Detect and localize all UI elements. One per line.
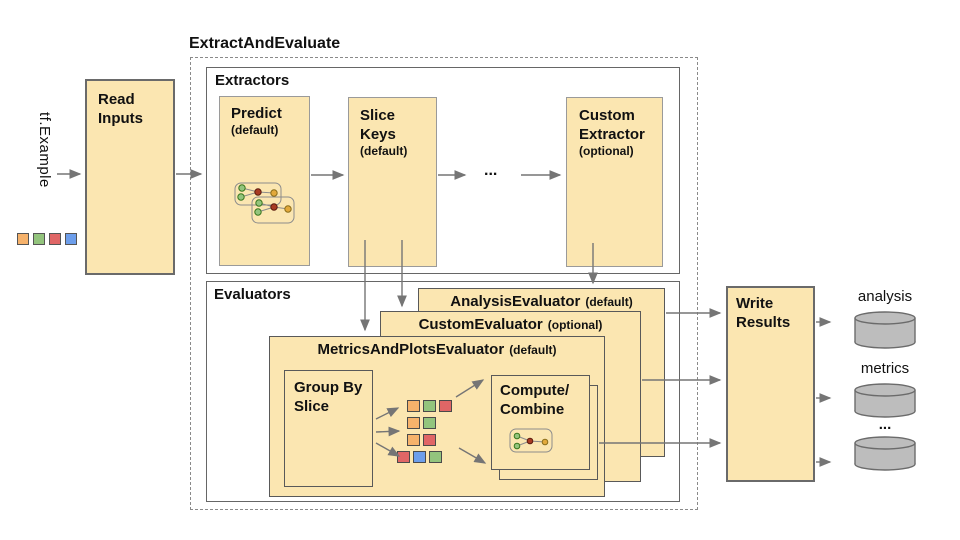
- green-square: [423, 400, 436, 412]
- slice-groups-squares: [397, 400, 452, 468]
- write-results-label: Write Results: [736, 295, 791, 332]
- model-graph-icon: [234, 182, 295, 224]
- predict-label: Predict: [231, 105, 282, 122]
- custom-evaluator-label: CustomEvaluator: [418, 316, 543, 333]
- blue-square: [65, 233, 77, 245]
- database-cylinder-other: [854, 436, 916, 471]
- output-label-metrics: metrics: [860, 360, 910, 377]
- compute-combine-label-line2: Combine: [500, 401, 565, 419]
- group-by-slice-label: Group By Slice: [294, 379, 363, 416]
- slice-keys-label: Slice Keys: [360, 107, 396, 144]
- database-cylinder-analysis: [854, 311, 916, 349]
- custom-extractor-box: Custom Extractor (optional): [566, 97, 663, 267]
- extractors-label: Extractors: [215, 72, 290, 89]
- slice-keys-extractor-box: Slice Keys (default): [348, 97, 437, 267]
- red-square: [397, 451, 410, 463]
- database-cylinder-icons: [854, 311, 916, 471]
- green-square: [423, 417, 436, 429]
- extract-and-evaluate-boundary: [190, 57, 698, 510]
- diagram-title: ExtractAndEvaluate: [189, 35, 341, 52]
- orange-square: [407, 434, 420, 446]
- predict-extractor-box: Predict (default): [219, 96, 310, 266]
- green-square: [33, 233, 45, 245]
- orange-square: [407, 417, 420, 429]
- custom-evaluator-qualifier: (optional): [547, 318, 603, 332]
- extractors-ellipsis: ...: [484, 162, 498, 179]
- database-cylinder-metrics: [854, 383, 916, 418]
- output-label-ellipsis: ...: [878, 416, 892, 433]
- metrics-and-plots-evaluator-qualifier: (default): [509, 343, 557, 357]
- analysis-evaluator-label: AnalysisEvaluator: [450, 293, 581, 310]
- green-square: [429, 451, 442, 463]
- orange-square: [17, 233, 29, 245]
- output-label-analysis: analysis: [857, 288, 913, 305]
- red-square: [439, 400, 452, 412]
- read-inputs-label: Read Inputs: [98, 91, 143, 128]
- slice-keys-qualifier: (default): [360, 144, 408, 159]
- input-label: tf.Example: [36, 112, 53, 188]
- model-graph-icon: [509, 428, 553, 453]
- write-results-box: Write Results: [726, 286, 815, 482]
- custom-extractor-qualifier: (optional): [579, 144, 634, 159]
- red-square: [423, 434, 436, 446]
- input-example-squares: [17, 233, 77, 250]
- analysis-evaluator-qualifier: (default): [585, 295, 633, 309]
- read-inputs-box: Read Inputs: [85, 79, 175, 275]
- compute-combine-box: Compute/ Combine: [491, 375, 590, 470]
- red-square: [49, 233, 61, 245]
- blue-square: [413, 451, 426, 463]
- custom-extractor-label: Custom Extractor: [579, 107, 645, 144]
- compute-combine-label-line1: Compute/: [500, 382, 570, 399]
- metrics-and-plots-evaluator-label: MetricsAndPlotsEvaluator: [317, 341, 505, 358]
- predict-qualifier: (default): [231, 123, 279, 138]
- orange-square: [407, 400, 420, 412]
- evaluators-label: Evaluators: [214, 286, 291, 303]
- group-by-slice-box: Group By Slice: [284, 370, 373, 487]
